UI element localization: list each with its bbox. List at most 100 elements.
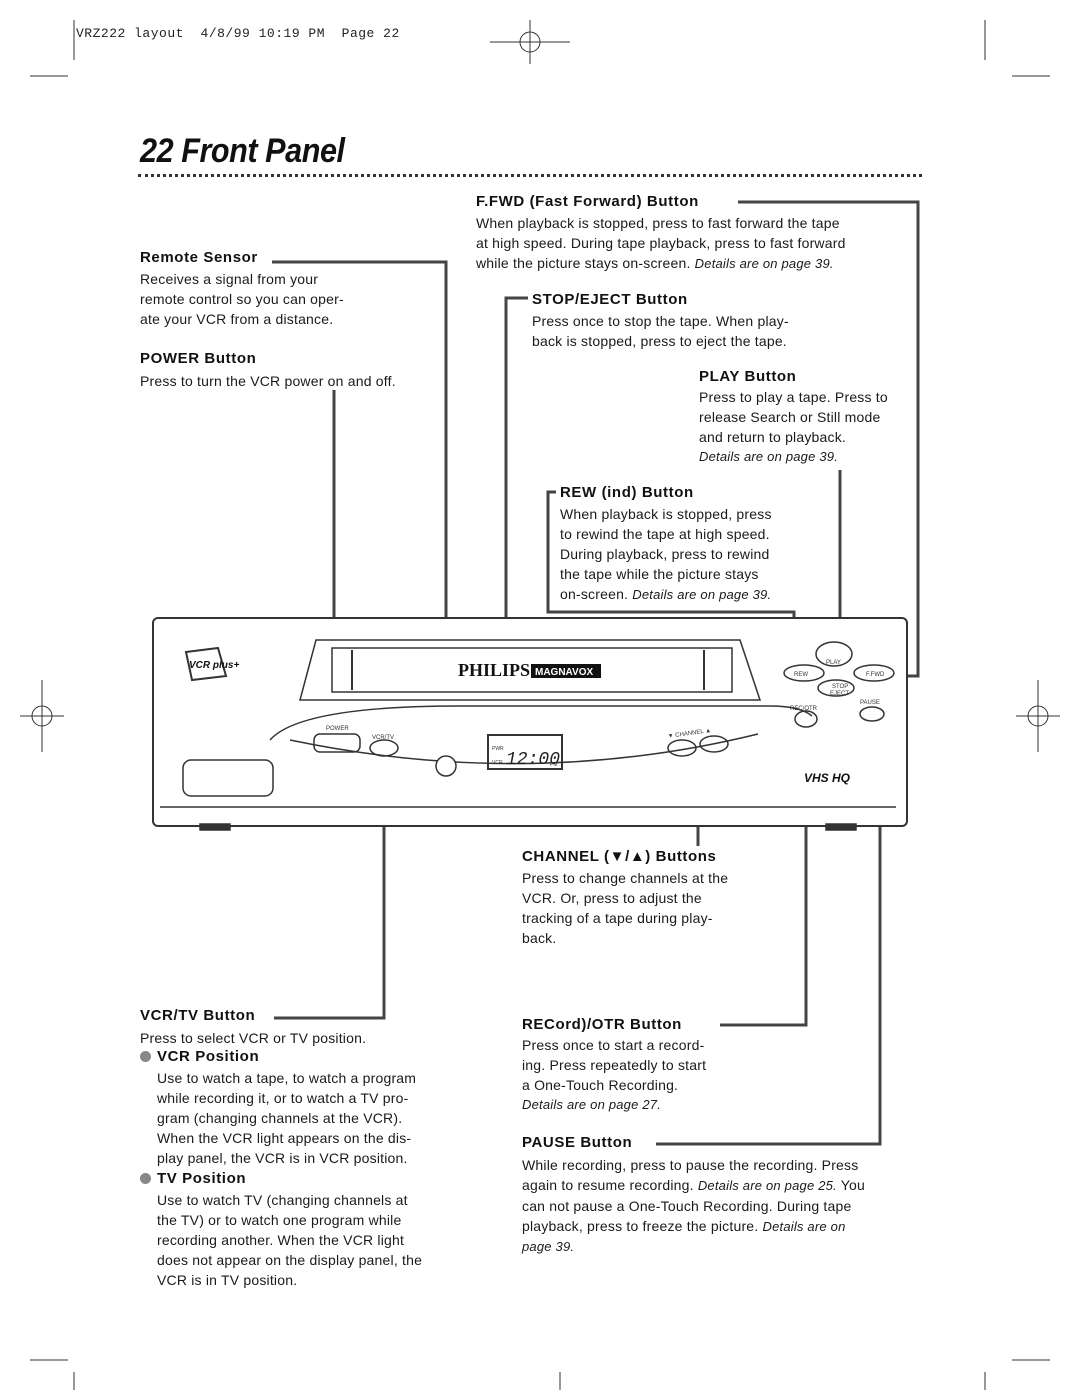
- text-line: While recording, press to pause the reco…: [522, 1157, 859, 1173]
- vcrtv-heading: VCR/TV Button: [140, 1007, 256, 1024]
- ffwd-label: F.FWD: [866, 672, 885, 678]
- bullet-icon: [140, 1051, 151, 1062]
- text-line: Press to select VCR or TV position.: [140, 1030, 367, 1046]
- rec-label: REC/OTR: [790, 706, 818, 712]
- channel-heading: CHANNEL (▼/▲) Buttons: [522, 848, 717, 865]
- brand-magnavox-badge: [531, 664, 601, 678]
- text-line: does not appear on the display panel, th…: [157, 1252, 423, 1268]
- text-line-part: while the picture stays on-screen.: [476, 255, 691, 271]
- vhs-hq-logo: VHS HQ: [804, 771, 851, 785]
- pause-heading: PAUSE Button: [522, 1134, 633, 1151]
- pause-text: While recording, press to pause the reco…: [522, 1155, 922, 1257]
- record-heading: RECord)/OTR Button: [522, 1016, 682, 1033]
- text-line-part: again to resume recording.: [522, 1177, 694, 1193]
- rew-heading: REW (ind) Button: [560, 484, 694, 501]
- page-title-text: Front Panel: [181, 132, 345, 170]
- brand-magnavox: MAGNAVOX: [535, 667, 593, 678]
- page-reference: Details are on page 27.: [522, 1097, 662, 1112]
- display-vcr: VCR: [492, 760, 503, 766]
- text-line: while recording it, or to watch a TV pro…: [157, 1090, 409, 1106]
- text-line: Use to watch a tape, to watch a program: [157, 1070, 417, 1086]
- page-reference: Details are on page 39.: [699, 449, 839, 464]
- text-line: while the picture stays on-screen. Detai…: [476, 253, 916, 274]
- remote-sensor-text: Receives a signal from your remote contr…: [140, 269, 450, 329]
- text-line: Use to watch TV (changing channels at: [157, 1192, 408, 1208]
- tv-position-heading: TV Position: [140, 1170, 246, 1187]
- text-line: a One-Touch Recording.: [522, 1077, 679, 1093]
- display-pm: PM: [550, 762, 558, 768]
- text-line: gram (changing channels at the VCR).: [157, 1110, 403, 1126]
- power-heading: POWER Button: [140, 350, 257, 367]
- brand-philips: PHILIPS: [458, 660, 530, 680]
- eject-label: EJECT: [830, 691, 849, 697]
- vcr-plus-logo: VCR plus+: [189, 660, 239, 671]
- text-line: Receives a signal from your: [140, 271, 319, 287]
- stop-label: STOP: [832, 684, 848, 690]
- text-line-part: playback, press to freeze the picture.: [522, 1218, 759, 1234]
- channel-text: Press to change channels at the VCR. Or,…: [522, 868, 772, 948]
- power-text: Press to turn the VCR power on and off.: [140, 371, 450, 391]
- text-line: When playback is stopped, press to fast …: [476, 215, 840, 231]
- text-line: and return to playback.: [699, 429, 847, 445]
- vcrtv-label: VCR/TV: [372, 735, 394, 741]
- page-reference: page 39.: [522, 1239, 575, 1254]
- page-reference: Details are on page 39.: [694, 256, 834, 271]
- play-label: PLAY: [826, 660, 841, 666]
- power-label: POWER: [326, 726, 349, 732]
- text-line: tracking of a tape during play-: [522, 910, 713, 926]
- vcr-position-text: Use to watch a tape, to watch a program …: [157, 1068, 467, 1168]
- print-header: VRZ222 layout 4/8/99 10:19 PM Page 22: [76, 26, 400, 41]
- ffwd-heading: F.FWD (Fast Forward) Button: [476, 193, 699, 210]
- rew-text: When playback is stopped, press to rewin…: [560, 504, 820, 605]
- play-text: Press to play a tape. Press to release S…: [699, 387, 919, 467]
- page-reference: Details are on page 25.: [697, 1178, 837, 1193]
- bullet-icon: [140, 1173, 151, 1184]
- rew-label: REW: [794, 672, 808, 678]
- text-line: to rewind the tape at high speed.: [560, 526, 770, 542]
- page-number: 22: [140, 132, 174, 170]
- text-line: at high speed. During tape playback, pre…: [476, 235, 846, 251]
- ffwd-text: When playback is stopped, press to fast …: [476, 213, 916, 274]
- text-line-part: You: [836, 1177, 865, 1193]
- text-line: the tape while the picture stays: [560, 566, 759, 582]
- text-line: release Search or Still mode: [699, 409, 881, 425]
- text-line: When the VCR light appears on the dis-: [157, 1130, 412, 1146]
- text-line: VCR. Or, press to adjust the: [522, 890, 702, 906]
- text-line: Press once to stop the tape. When play-: [532, 313, 789, 329]
- page-reference: Details are on: [762, 1219, 846, 1234]
- text-line: can not pause a One-Touch Recording. Dur…: [522, 1198, 852, 1214]
- pause-label: PAUSE: [860, 700, 880, 706]
- text-line: the TV) or to watch one program while: [157, 1212, 402, 1228]
- text-line: VCR is in TV position.: [157, 1272, 298, 1288]
- display-time: 12:00: [506, 750, 560, 770]
- text-line: playback, press to freeze the picture. D…: [522, 1216, 922, 1237]
- text-line: remote control so you can oper-: [140, 291, 344, 307]
- text-line: Press to play a tape. Press to: [699, 389, 888, 405]
- text-line: Press once to start a record-: [522, 1037, 705, 1053]
- text-line: ate your VCR from a distance.: [140, 311, 334, 327]
- stop-eject-heading: STOP/EJECT Button: [532, 291, 688, 308]
- page-reference: Details are on page 39.: [632, 587, 772, 602]
- text-line: play panel, the VCR is in VCR position.: [157, 1150, 408, 1166]
- text-line: recording another. When the VCR light: [157, 1232, 405, 1248]
- text-line: When playback is stopped, press: [560, 506, 772, 522]
- tv-position-heading-text: TV Position: [157, 1170, 247, 1187]
- text-line: Press to turn the VCR power on and off.: [140, 373, 396, 389]
- text-line: on-screen. Details are on page 39.: [560, 584, 820, 605]
- text-line-part: on-screen.: [560, 586, 629, 602]
- remote-sensor-heading: Remote Sensor: [140, 249, 258, 266]
- vcr-position-heading: VCR Position: [140, 1048, 259, 1065]
- text-line: again to resume recording. Details are o…: [522, 1175, 922, 1196]
- vcrtv-text: Press to select VCR or TV position.: [140, 1028, 470, 1048]
- record-text: Press once to start a record- ing. Press…: [522, 1035, 762, 1115]
- stop-eject-text: Press once to stop the tape. When play- …: [532, 311, 852, 351]
- text-line: During playback, press to rewind: [560, 546, 770, 562]
- title-divider: [138, 174, 922, 177]
- play-heading: PLAY Button: [699, 368, 797, 385]
- vcr-position-heading-text: VCR Position: [157, 1048, 260, 1065]
- tv-position-text: Use to watch TV (changing channels at th…: [157, 1190, 467, 1290]
- page-title: 22 Front Panel: [140, 132, 345, 171]
- text-line: back.: [522, 930, 557, 946]
- vcr-front-panel: [152, 617, 908, 827]
